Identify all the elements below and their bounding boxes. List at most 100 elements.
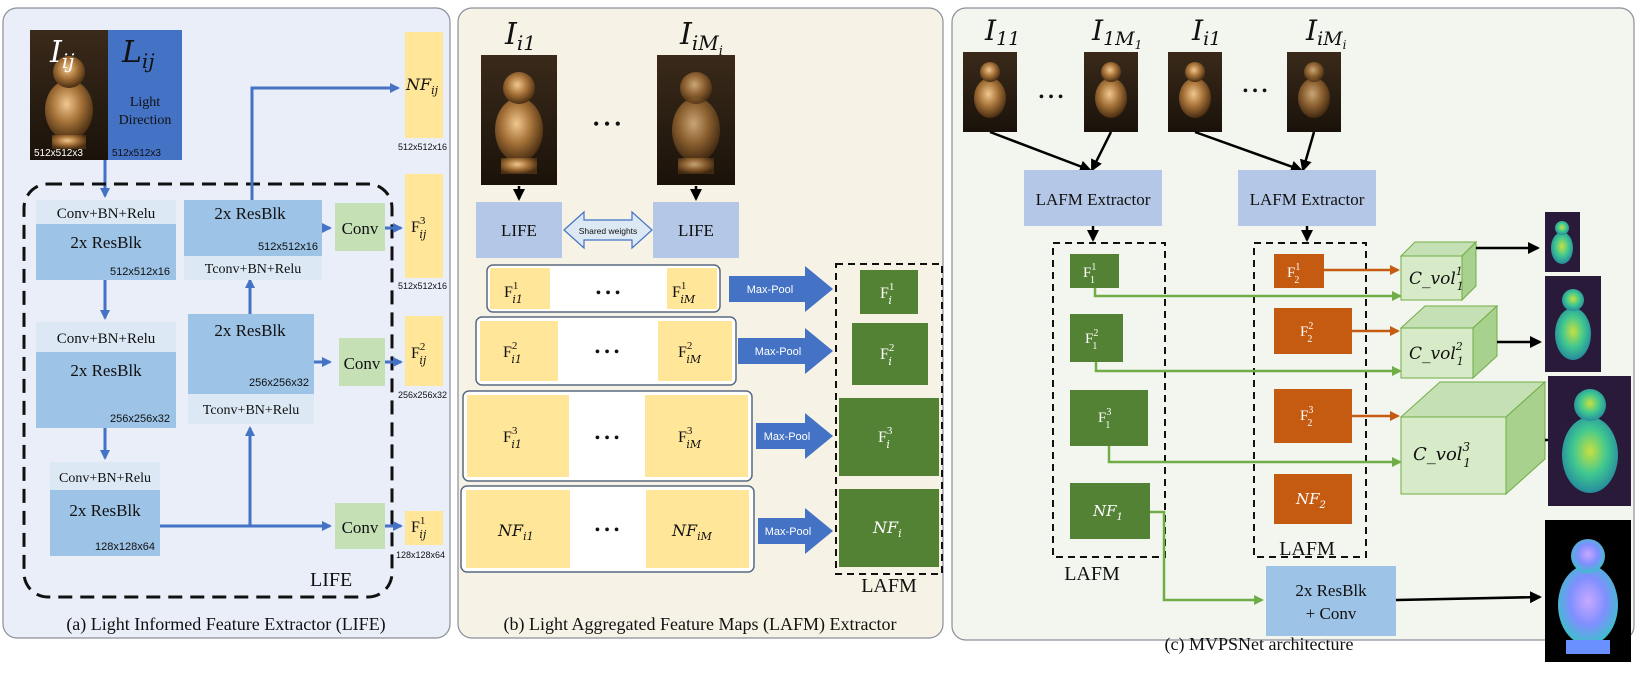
b-img2-label: IiMi	[679, 17, 723, 59]
c-left-feat-2	[1070, 314, 1123, 362]
b-maxpool-1	[729, 266, 833, 312]
f1-feature	[405, 511, 443, 545]
c-lafm-extractor-2-label: LAFM Extractor	[1250, 190, 1365, 209]
dec1-block	[184, 200, 322, 256]
arrow-c-resblk-normal	[1395, 591, 1542, 604]
enc1-size: 512x512x16	[110, 266, 170, 278]
c-lafm-container-1	[1052, 242, 1166, 558]
enc2-block	[36, 352, 176, 428]
b-maxpool-3	[756, 413, 833, 459]
c-left-feat-4	[1070, 483, 1150, 539]
arrow-c-left1-cvol1	[1093, 288, 1402, 301]
c-dots-1: • • •	[1039, 89, 1064, 106]
c-dots-2: • • •	[1243, 83, 1268, 100]
input-image-label: Iij	[49, 35, 74, 73]
c-right-feat-4-label: NF2	[1295, 490, 1326, 511]
c-depth-map-2	[1545, 276, 1601, 372]
enc1-block-label: 2x ResBlk	[70, 233, 142, 252]
enc3-top-box	[50, 462, 160, 490]
b-row-4-right-label: NFiM	[671, 521, 713, 543]
b-out-1	[860, 270, 918, 314]
enc2-block-label: 2x ResBlk	[70, 361, 142, 380]
b-row-1-dots: • • •	[596, 285, 621, 302]
arrow-c-left3-cvol3	[1107, 446, 1402, 467]
arrow-dec1-nf	[250, 83, 400, 200]
input-image-buddha	[30, 30, 108, 160]
c-depth-map-1	[1545, 212, 1580, 272]
b-lafm-label: LAFM	[861, 575, 917, 597]
c-img-label-1: I11	[984, 14, 1020, 50]
enc3-block-label: 2x ResBlk	[69, 501, 141, 520]
input-image-size: 512x512x3	[34, 148, 83, 159]
life-label: LIFE	[310, 569, 352, 591]
f3-feature	[405, 174, 443, 278]
light-text-2: Direction	[119, 113, 172, 128]
dec1-size: 512x512x16	[258, 241, 318, 253]
conv-3-label: Conv	[342, 219, 379, 238]
enc2-top-box	[36, 322, 176, 352]
c-right-feat-3	[1274, 389, 1352, 443]
b-row-3-left	[467, 395, 569, 477]
b-row-2-dots: • • •	[595, 344, 620, 361]
c-cost-volume-3	[1399, 380, 1547, 496]
c-depth-map-3	[1548, 376, 1631, 506]
f1-size: 128x128x64	[396, 550, 445, 560]
panel-a-caption: (a) Light Informed Feature Extractor (LI…	[66, 614, 385, 635]
b-row-2-left	[480, 321, 558, 381]
f2-size: 256x256x32	[398, 390, 447, 400]
conv-2-box	[339, 338, 385, 386]
enc1-top-label: Conv+BN+Relu	[57, 206, 156, 222]
shared-weights-arrow	[563, 210, 653, 250]
enc2-top-label: Conv+BN+Relu	[57, 331, 156, 347]
c-image-1	[963, 52, 1017, 132]
light-text-1: Light	[130, 95, 160, 110]
arrow-c-img4	[1300, 131, 1316, 172]
arrow-c-left2-cvol2	[1094, 362, 1402, 376]
b-row-3-right	[645, 395, 748, 477]
b-image-2	[657, 55, 735, 185]
b-row-4-left-label: NFi1	[497, 521, 534, 543]
f3-size: 512x512x16	[398, 281, 447, 291]
c-left-feat-4-label: NF1	[1092, 502, 1123, 523]
c-lafm-label-2: LAFM	[1279, 538, 1335, 560]
c-right-feat-4	[1274, 474, 1352, 524]
dec2-size: 256x256x32	[249, 377, 309, 389]
c-normal-map	[1545, 520, 1631, 662]
b-row-1-right	[667, 268, 717, 309]
c-image-4	[1287, 52, 1341, 132]
conv-1-box	[335, 503, 385, 549]
c-lafm-extractor-2	[1238, 170, 1376, 226]
life-container	[22, 182, 394, 599]
enc3-size: 128x128x64	[95, 541, 155, 553]
b-out-3	[839, 398, 939, 476]
conv-1-label: Conv	[342, 518, 379, 537]
enc2-size: 256x256x32	[110, 413, 170, 425]
c-img-label-2: I1M1	[1091, 14, 1142, 52]
arrow-c-img1	[989, 130, 1092, 173]
panel-c: I11 I1M1 Ii1 IiMi • • • • • •	[951, 7, 1635, 662]
c-cost-volume-2	[1399, 304, 1499, 380]
arrow-c-img2	[1090, 131, 1113, 172]
b-dots-images: • • •	[593, 114, 621, 134]
b-maxpool-4	[758, 508, 833, 554]
b-maxpool-2-label: Max-Pool	[755, 346, 801, 358]
b-row-3-dots: • • •	[595, 430, 620, 447]
panel-b: Ii1 IiMi • • • LIFE LIFE Shared weights …	[457, 7, 944, 639]
b-maxpool-2	[738, 328, 833, 374]
c-left-feat-3	[1070, 390, 1148, 446]
dec1-bottom-label: Tconv+BN+Relu	[205, 262, 301, 277]
